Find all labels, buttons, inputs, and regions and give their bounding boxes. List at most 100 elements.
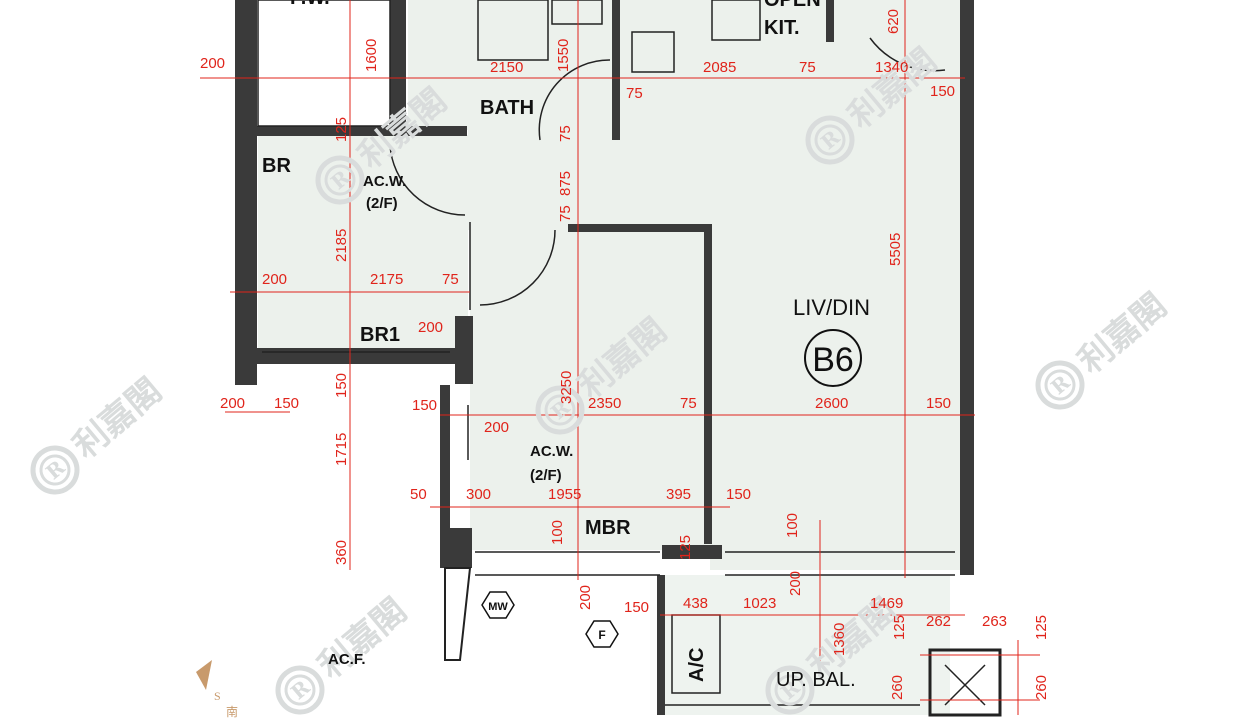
wall-br1-bottom xyxy=(257,348,457,364)
watermark-brand: 利嘉閣 xyxy=(311,591,415,687)
room-label-up-bal: UP. BAL. xyxy=(776,669,856,691)
dim-label: 1600 xyxy=(363,39,380,72)
dim-label: 1469 xyxy=(870,595,903,612)
wall-mbr-left xyxy=(440,385,450,545)
dim-label: 260 xyxy=(1033,675,1050,700)
dim-label: 3250 xyxy=(558,371,575,404)
room-label-ac: A/C xyxy=(686,648,708,682)
dim-label: 300 xyxy=(466,486,491,503)
unit-badge: B6 xyxy=(804,329,862,387)
dim-label: 125 xyxy=(333,117,350,142)
cooktop xyxy=(711,0,761,41)
dim-label: 1360 xyxy=(831,623,848,656)
dim-label: 2350 xyxy=(588,395,621,412)
room-label-mbr: MBR xyxy=(585,517,631,539)
dim-label: 200 xyxy=(220,395,245,412)
dim-label: 200 xyxy=(484,419,509,436)
dim-label: 200 xyxy=(418,319,443,336)
compass-icon xyxy=(196,660,212,690)
kit-arc xyxy=(869,37,946,72)
wall-bath-right xyxy=(612,0,620,140)
dim-label: 395 xyxy=(666,486,691,503)
dim-label: 2185 xyxy=(333,229,350,262)
dim-label: 150 xyxy=(333,373,350,398)
bath-door-swing xyxy=(538,59,611,141)
dim-label: 75 xyxy=(799,59,816,76)
acf-label: AC.F. xyxy=(328,651,366,668)
br1-floor xyxy=(258,300,458,350)
room-label-liv-din: LIV/DIN xyxy=(793,295,870,320)
dim-label: 200 xyxy=(787,571,804,596)
dim-label: 5505 xyxy=(887,233,904,266)
unit-code: B6 xyxy=(812,341,854,379)
acw-mid-floor: (2/F) xyxy=(530,467,562,484)
compass-s: S xyxy=(214,689,221,703)
dim-label: 1955 xyxy=(548,486,581,503)
wall-mbr-right xyxy=(704,224,712,544)
room-label-pw: P.W. xyxy=(290,0,330,9)
wall-right xyxy=(960,0,974,575)
mbr-door-swing xyxy=(479,229,556,306)
dim-label: 150 xyxy=(930,83,955,100)
room-label-kit: KIT. xyxy=(764,17,800,39)
dim-label: 150 xyxy=(726,486,751,503)
kitchen-floor xyxy=(615,0,960,140)
wall-column-mbr xyxy=(440,528,472,568)
dim-label: 263 xyxy=(982,613,1007,630)
dim-label: 200 xyxy=(577,585,594,610)
dim-label: 50 xyxy=(410,486,427,503)
bath-floor xyxy=(408,0,613,130)
dim-label: 1023 xyxy=(743,595,776,612)
dim-label: 2175 xyxy=(370,271,403,288)
dim-label: 125 xyxy=(677,535,694,560)
acw-top-label: AC.W. xyxy=(363,173,406,190)
acf-pipe xyxy=(444,567,472,661)
dim-label: 75 xyxy=(557,205,574,222)
watermark-brand: 利嘉閣 xyxy=(66,371,170,467)
dim-label: 100 xyxy=(784,513,801,538)
lift-x2 xyxy=(944,664,986,706)
mw-marker-icon xyxy=(481,591,515,619)
annotations: AC.W. (2/F) AC.W. (2/F) AC.F. MW F S 南 xyxy=(196,173,619,719)
wall-column-bal xyxy=(662,545,722,559)
wall-pw-right xyxy=(390,0,406,128)
dim-label: 125 xyxy=(891,615,908,640)
room-label-open: OPEN xyxy=(764,0,821,11)
dim-label: 200 xyxy=(262,271,287,288)
f-label: F xyxy=(598,628,605,642)
compass-cn: 南 xyxy=(226,704,238,719)
dim-label: 75 xyxy=(557,125,574,142)
liv-din-floor xyxy=(710,130,965,570)
wall-left xyxy=(235,0,257,385)
sink xyxy=(551,0,603,25)
acw-mid-label: AC.W. xyxy=(530,443,573,460)
lift-shaft xyxy=(928,648,1002,717)
acw-top-floor: (2/F) xyxy=(366,195,398,212)
room-labels: P.W. BR BR1 BATH OPEN KIT. LIV/DIN MBR U… xyxy=(262,0,870,691)
f-marker-icon xyxy=(585,620,619,648)
wall-kit-right xyxy=(826,0,834,42)
wall-column-br1 xyxy=(455,316,473,384)
room-label-br1: BR1 xyxy=(360,324,400,346)
wall-mbr-top xyxy=(568,224,710,232)
dim-label: 262 xyxy=(926,613,951,630)
dim-label: 75 xyxy=(442,271,459,288)
pw-frame xyxy=(257,0,391,127)
dim-label: 125 xyxy=(1033,615,1050,640)
dimension-labels: 200 1600 2150 1550 75 2085 75 1340 620 1… xyxy=(200,9,1050,700)
dim-label: 150 xyxy=(926,395,951,412)
dim-label: 150 xyxy=(412,397,437,414)
dim-label: 438 xyxy=(683,595,708,612)
dim-label: 1340 xyxy=(875,59,908,76)
dim-label: 1550 xyxy=(555,39,572,72)
mw-label: MW xyxy=(488,601,508,613)
kitchen-counter xyxy=(631,31,675,73)
dimension-lines xyxy=(200,0,1040,715)
dim-label: 100 xyxy=(549,520,566,545)
br-door-swing xyxy=(389,144,466,216)
wall-br-top xyxy=(257,126,467,136)
mbr-floor xyxy=(470,230,710,550)
watermark-brand: 利嘉閣 xyxy=(1071,286,1175,382)
dim-label: 2085 xyxy=(703,59,736,76)
